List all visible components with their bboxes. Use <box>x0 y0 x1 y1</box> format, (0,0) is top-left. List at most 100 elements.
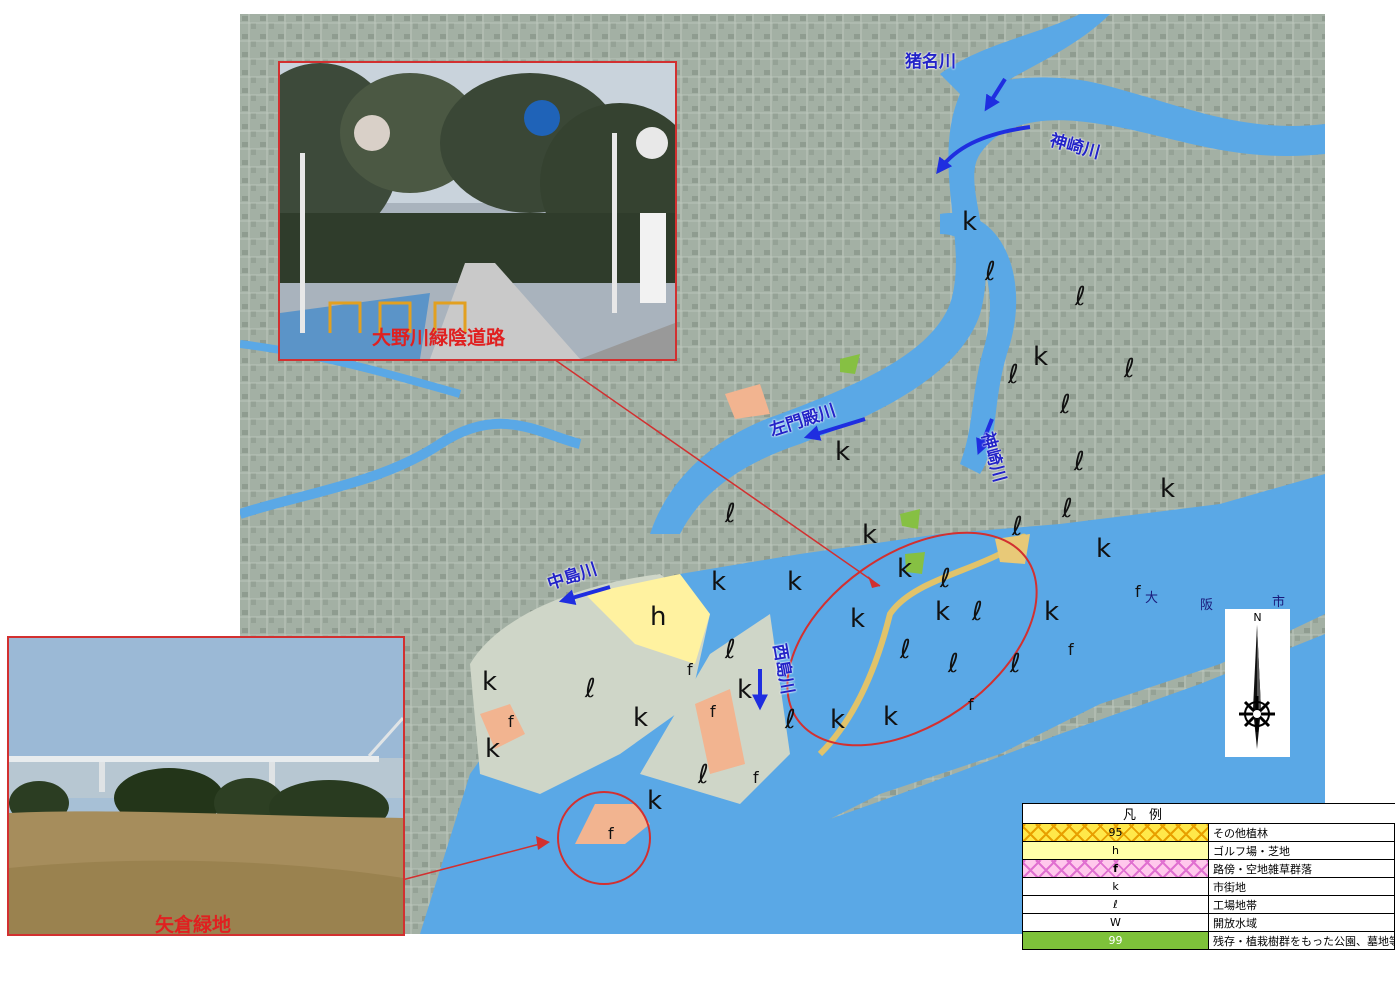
photo-caption-road: 大野川緑陰道路 <box>372 327 506 349</box>
arrowhead-park <box>536 836 550 850</box>
city-label-3: 市 <box>1272 595 1286 610</box>
flow-arrow-inagawa <box>984 77 1007 112</box>
landuse-l: ℓ <box>1060 390 1071 420</box>
landuse-k: k <box>485 734 501 764</box>
landuse-l: ℓ <box>972 597 983 627</box>
landuse-l: ℓ <box>585 674 596 704</box>
legend-label: その他植林 <box>1208 823 1395 842</box>
weed-area <box>725 384 770 419</box>
landuse-k: k <box>1033 342 1049 372</box>
landuse-k: k <box>1096 534 1112 564</box>
city-label-2: 阪 <box>1200 598 1214 613</box>
landuse-k: k <box>1160 474 1176 504</box>
legend-row: h ゴルフ場・芝地 <box>1022 841 1395 860</box>
legend-symbol: k <box>1022 877 1209 896</box>
legend-label: 市街地 <box>1208 877 1395 896</box>
annotation-arrow-road <box>524 338 881 587</box>
landuse-l: ℓ <box>698 760 709 790</box>
legend-symbol: ℓ <box>1022 895 1209 914</box>
landuse-f: f <box>753 768 759 787</box>
green-road-end <box>995 534 1030 564</box>
water-kanzaki-river <box>650 77 1325 534</box>
legend-row: 99 残存・植栽樹群をもった公園、墓地等 <box>1022 931 1395 950</box>
flow-arrow-nakajima <box>558 585 611 606</box>
photo-yagura-green-park[interactable] <box>7 636 405 936</box>
legend: 凡 例 95 その他植林 h ゴルフ場・芝地 f 路傍・空地雑草群落 k 市街地… <box>1022 803 1395 987</box>
landuse-k: k <box>633 703 649 733</box>
legend-row: W 開放水域 <box>1022 913 1395 932</box>
flow-arrow-kanzaki <box>936 125 1031 175</box>
landuse-l: ℓ <box>985 257 996 287</box>
legend-symbol: 99 <box>1022 931 1209 950</box>
canal <box>240 340 462 398</box>
landuse-l: ℓ <box>785 705 796 735</box>
water-inagawa <box>940 14 1110 104</box>
landuse-k: k <box>787 567 803 597</box>
compass-rose-icon <box>1239 625 1275 749</box>
park-area <box>900 509 920 529</box>
legend-label: 開放水域 <box>1208 913 1395 932</box>
landuse-l: ℓ <box>725 499 736 529</box>
landuse-k: k <box>897 554 913 584</box>
landuse-k: k <box>962 207 978 237</box>
landuse-l: ℓ <box>1010 649 1021 679</box>
weed-area <box>695 689 745 774</box>
annotation-circle-park <box>557 791 651 885</box>
annotation-arrow-park <box>401 843 541 881</box>
landuse-f: f <box>508 712 514 731</box>
landuse-k: k <box>883 702 899 732</box>
landuse-l: ℓ <box>940 564 951 594</box>
photo-caption-park: 矢倉緑地 <box>155 914 232 936</box>
landuse-l: ℓ <box>1012 512 1023 542</box>
legend-label: 残存・植栽樹群をもった公園、墓地等 <box>1208 931 1395 950</box>
landuse-f: f <box>687 660 693 679</box>
canal <box>240 418 582 519</box>
weed-area <box>480 704 525 749</box>
landuse-l: ℓ <box>725 635 736 665</box>
landuse-f: f <box>968 695 974 714</box>
park-area <box>840 354 860 374</box>
landuse-k: k <box>850 604 866 634</box>
landuse-l: ℓ <box>1124 354 1135 384</box>
landuse-f: f <box>1135 582 1141 601</box>
legend-row: f 路傍・空地雑草群落 <box>1022 859 1395 878</box>
landuse-f: f <box>710 702 716 721</box>
legend-row: k 市街地 <box>1022 877 1395 896</box>
flow-arrow-samondono <box>803 417 866 441</box>
landuse-k: k <box>835 437 851 467</box>
arrowhead-road <box>868 576 880 588</box>
landuse-k: k <box>935 597 951 627</box>
legend-symbol: h <box>1022 841 1209 860</box>
landuse-k: k <box>482 667 498 697</box>
landuse-l: ℓ <box>1074 447 1085 477</box>
landuse-f: f <box>1068 640 1074 659</box>
landuse-k: k <box>862 520 878 550</box>
landuse-h: h <box>650 602 667 632</box>
legend-label: ゴルフ場・芝地 <box>1208 841 1395 860</box>
annotation-circle-road <box>786 531 1038 747</box>
landuse-l: ℓ <box>1008 360 1019 390</box>
golf-area <box>585 574 710 664</box>
flow-arrow-kanzaki-lower <box>976 418 994 455</box>
weed-area-yagura <box>575 804 650 844</box>
landuse-k: k <box>647 786 663 816</box>
legend-row: 95 その他植林 <box>1022 823 1395 842</box>
photo-road-image <box>280 63 675 359</box>
legend-label: 工場地帯 <box>1208 895 1395 914</box>
river-label-inagawa: 猪名川 <box>905 52 956 72</box>
landuse-k: k <box>830 705 846 735</box>
legend-table: 凡 例 95 その他植林 h ゴルフ場・芝地 f 路傍・空地雑草群落 k 市街地… <box>1022 803 1395 950</box>
legend-symbol: 95 <box>1022 823 1209 842</box>
legend-title: 凡 例 <box>1022 803 1395 824</box>
park-area <box>905 552 925 574</box>
landuse-l: ℓ <box>900 635 911 665</box>
water-east-river <box>940 213 1017 474</box>
landuse-k: k <box>711 567 727 597</box>
legend-label: 路傍・空地雑草群落 <box>1208 859 1395 878</box>
photo-ono-river-green-road[interactable] <box>278 61 677 361</box>
landuse-k: k <box>737 675 753 705</box>
landuse-l: ℓ <box>1062 494 1073 524</box>
landuse-k: k <box>1044 597 1060 627</box>
compass-north-label: N <box>1253 611 1262 624</box>
legend-row: ℓ 工場地帯 <box>1022 895 1395 914</box>
